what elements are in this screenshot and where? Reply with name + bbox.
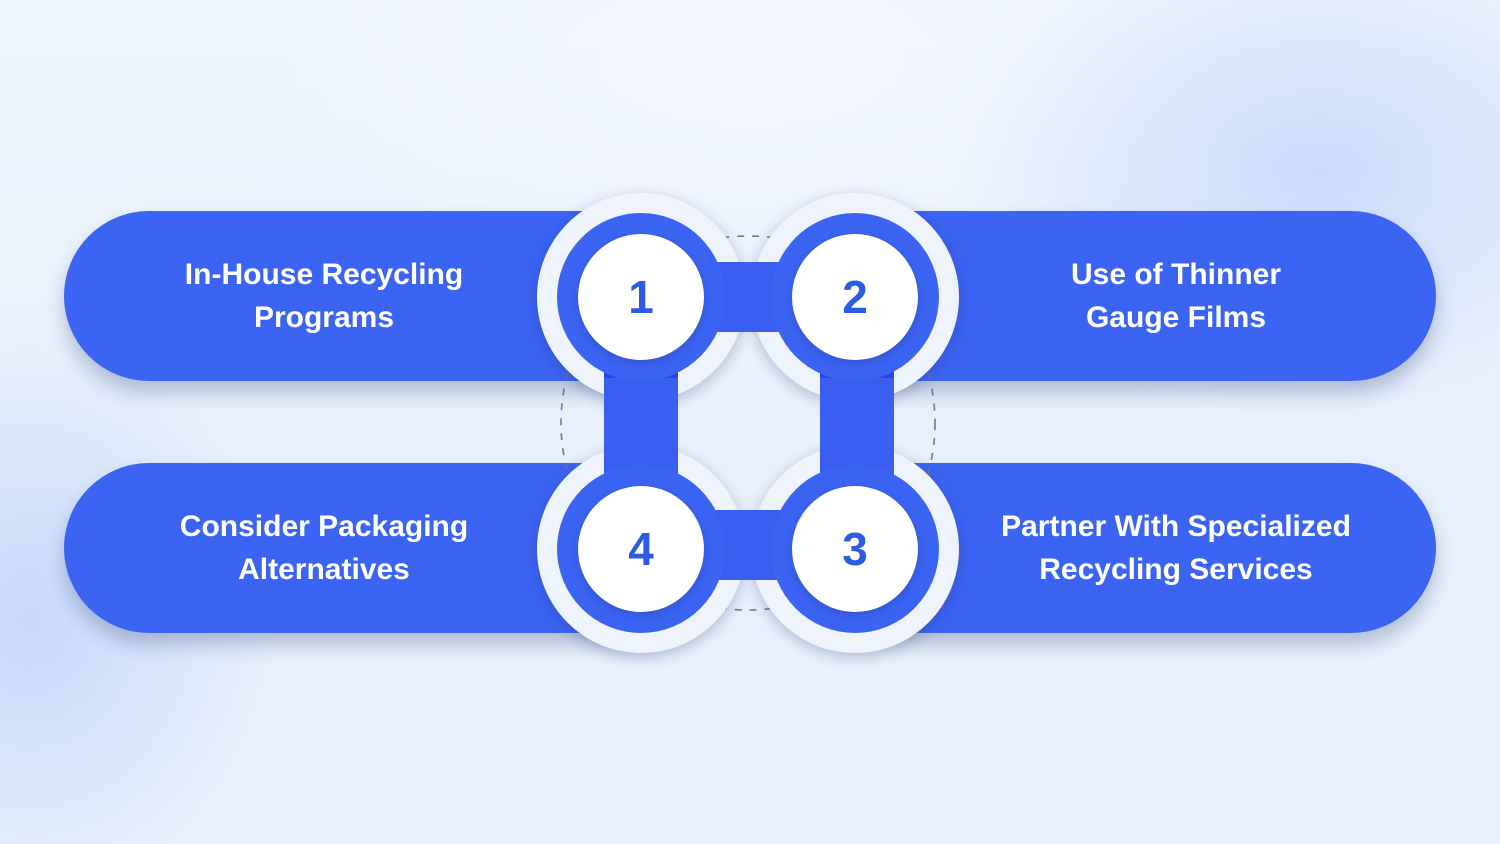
step-label-1-line-1: In-House Recycling — [184, 258, 464, 291]
step-number-3: 3 — [792, 486, 918, 612]
step-number-1: 1 — [578, 234, 704, 360]
step-label-4-line-2: Alternatives — [238, 553, 410, 586]
step-label-3-line-1: Partner With Specialized — [1001, 510, 1351, 543]
step-label-1-line-2: Programs — [253, 301, 395, 334]
step-number-2: 2 — [792, 234, 918, 360]
step-number-4: 4 — [578, 486, 704, 612]
step-label-3-line-2: Recycling Services — [1039, 553, 1313, 586]
step-label-2: Use of Thinner Gauge Films — [916, 211, 1436, 381]
step-label-3: Partner With Specialized Recycling Servi… — [916, 463, 1436, 633]
step-label-4-line-1: Consider Packaging — [179, 510, 469, 543]
step-label-1: In-House Recycling Programs — [64, 211, 584, 381]
step-label-4: Consider Packaging Alternatives — [64, 463, 584, 633]
step-label-2-line-1: Use of Thinner — [1070, 258, 1281, 291]
step-label-2-line-2: Gauge Films — [1085, 301, 1267, 334]
